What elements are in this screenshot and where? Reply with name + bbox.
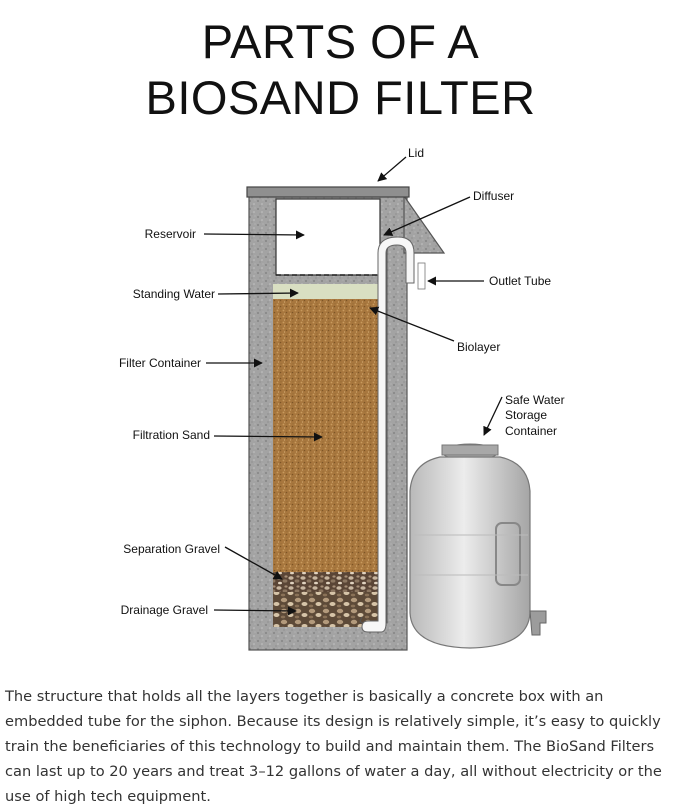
- label-standing-water: Standing Water: [133, 287, 215, 301]
- label-separation-gravel: Separation Gravel: [123, 542, 220, 556]
- filtration-sand-layer: [273, 299, 383, 572]
- label-biolayer: Biolayer: [457, 340, 500, 354]
- title-line-2: BIOSAND FILTER: [0, 70, 681, 126]
- separation-gravel-layer: [273, 572, 383, 592]
- outlet-tube-end: [418, 263, 425, 289]
- filter-lid: [247, 187, 409, 197]
- reservoir: [276, 199, 380, 275]
- label-outlet-tube: Outlet Tube: [489, 274, 551, 288]
- label-reservoir: Reservoir: [145, 227, 196, 241]
- label-safe-water-line-1: Safe Water: [505, 393, 565, 407]
- label-safe-water-line-2: Storage: [505, 408, 547, 422]
- label-filter-container: Filter Container: [119, 356, 201, 370]
- label-safe-water-line-3: Container: [505, 424, 557, 438]
- safe-water-storage-container: [410, 444, 546, 648]
- label-drainage-gravel: Drainage Gravel: [121, 603, 208, 617]
- title-line-1: PARTS OF A: [0, 14, 681, 70]
- page-title: PARTS OF A BIOSAND FILTER: [0, 14, 681, 126]
- label-diffuser: Diffuser: [473, 189, 514, 203]
- caption-paragraph: The structure that holds all the layers …: [5, 684, 677, 809]
- label-lid: Lid: [408, 146, 424, 160]
- standing-water-layer: [273, 284, 383, 299]
- label-filtration-sand: Filtration Sand: [133, 428, 210, 442]
- biosand-filter-diagram: Lid Diffuser Reservoir Outlet Tube Stand…: [0, 135, 681, 665]
